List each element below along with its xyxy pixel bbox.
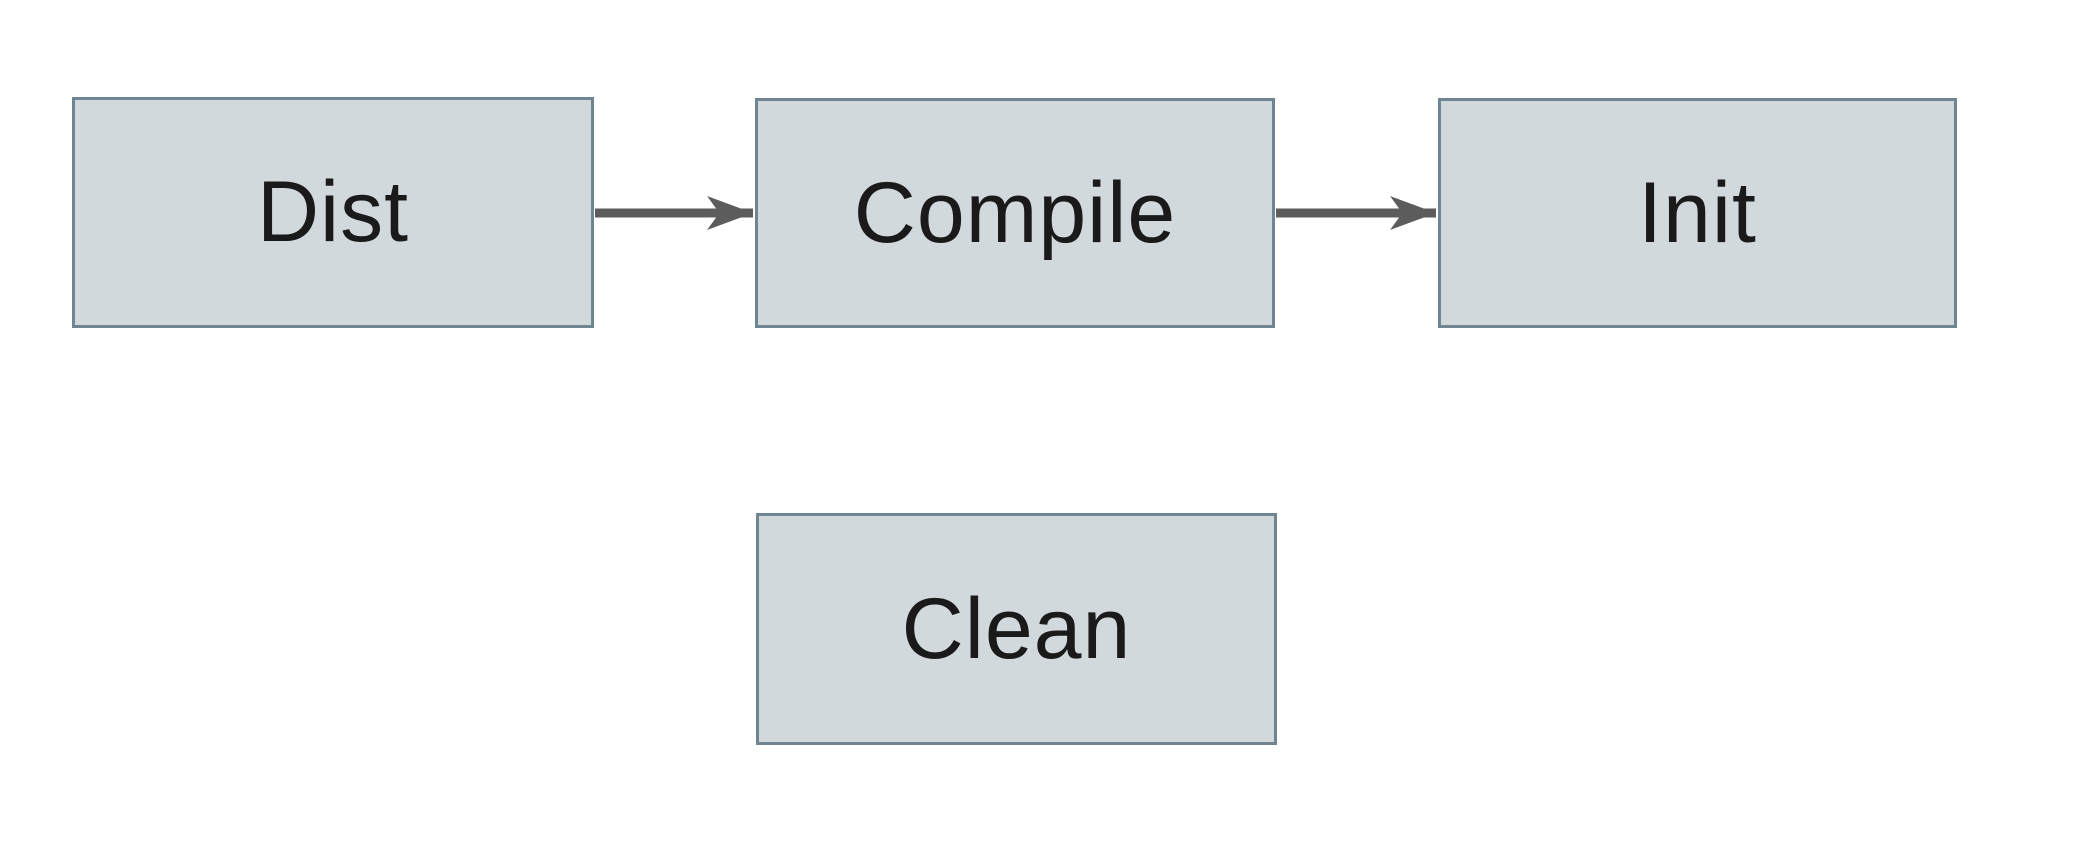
node-clean-label: Clean xyxy=(901,580,1132,677)
node-compile-label: Compile xyxy=(853,164,1177,261)
node-dist-label: Dist xyxy=(256,164,410,260)
node-dist[interactable]: Dist xyxy=(72,97,594,328)
node-init-label: Init xyxy=(1638,164,1757,261)
node-clean[interactable]: Clean xyxy=(756,513,1277,745)
node-compile[interactable]: Compile xyxy=(755,98,1275,328)
node-init[interactable]: Init xyxy=(1438,98,1957,328)
